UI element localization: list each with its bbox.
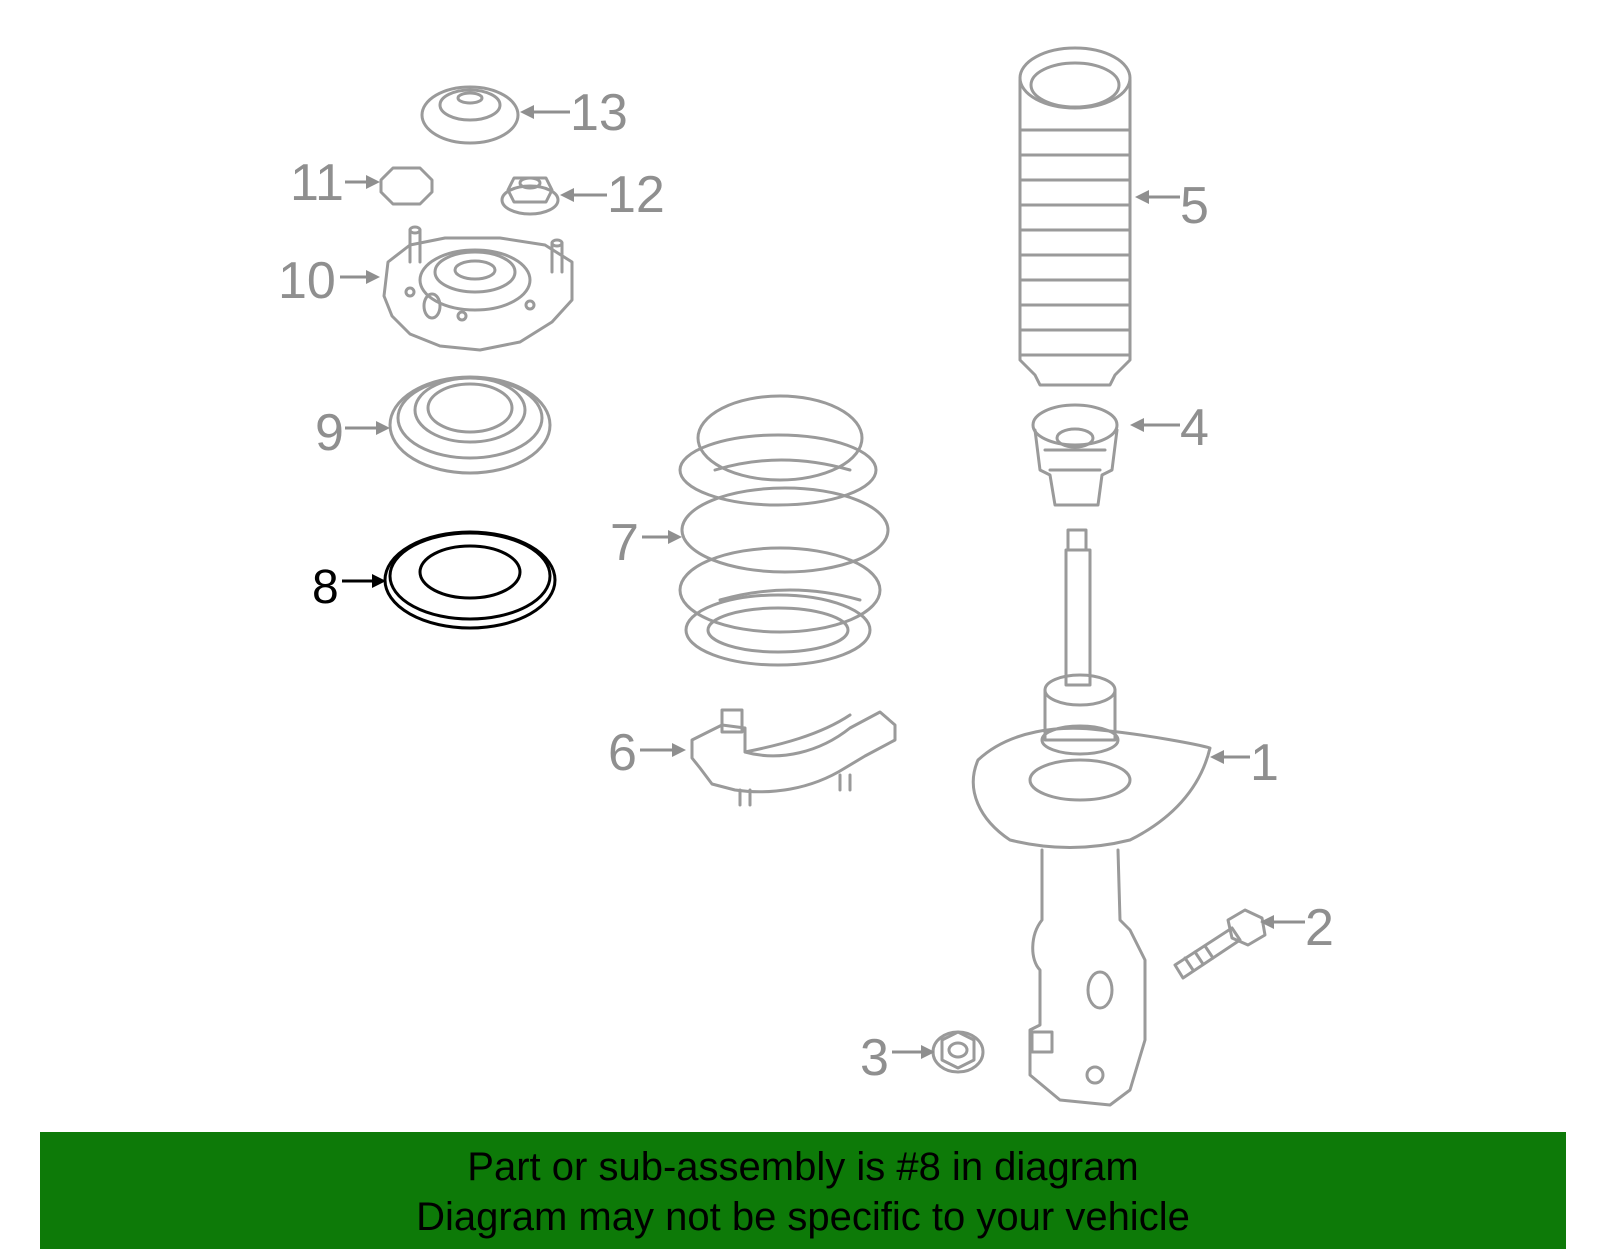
callout-4[interactable]: 4 bbox=[1130, 399, 1209, 457]
callout-10[interactable]: 10 bbox=[278, 252, 380, 310]
part-13-dust-cap[interactable] bbox=[420, 85, 520, 145]
part-12-nut[interactable] bbox=[500, 176, 560, 216]
callout-5[interactable]: 5 bbox=[1135, 177, 1209, 235]
callout-2[interactable]: 2 bbox=[1260, 899, 1334, 957]
part-9-upper-spring-seat[interactable] bbox=[388, 375, 552, 475]
banner-line-2: Diagram may not be specific to your vehi… bbox=[416, 1195, 1190, 1239]
callout-12-label: 12 bbox=[607, 166, 665, 224]
callout-13-label: 13 bbox=[570, 84, 628, 142]
callout-13[interactable]: 13 bbox=[520, 84, 628, 142]
parts-diagram: 13 11 12 10 bbox=[278, 46, 1334, 1107]
part-8-spring-insulator[interactable] bbox=[383, 530, 557, 630]
callout-3-label: 3 bbox=[860, 1029, 889, 1087]
callout-7-label: 7 bbox=[610, 514, 639, 572]
part-10-strut-mount[interactable] bbox=[382, 225, 574, 352]
part-6-lower-spring-seat[interactable] bbox=[690, 708, 897, 807]
banner-line-1: Part or sub-assembly is #8 in diagram bbox=[467, 1145, 1139, 1189]
part-5-dust-boot[interactable] bbox=[1018, 46, 1132, 387]
callout-2-label: 2 bbox=[1305, 899, 1334, 957]
callout-9[interactable]: 9 bbox=[315, 404, 390, 462]
part-3-nut[interactable] bbox=[931, 1030, 985, 1074]
callout-7[interactable]: 7 bbox=[610, 514, 682, 572]
callout-1-label: 1 bbox=[1250, 734, 1279, 792]
callout-8[interactable]: 8 bbox=[312, 561, 386, 614]
callout-11[interactable]: 11 bbox=[290, 154, 380, 212]
callout-6-label: 6 bbox=[608, 724, 637, 782]
part-11-seal[interactable] bbox=[379, 166, 434, 206]
callout-4-label: 4 bbox=[1180, 399, 1209, 457]
callout-8-label: 8 bbox=[312, 561, 339, 614]
callout-3[interactable]: 3 bbox=[860, 1029, 935, 1087]
callout-11-label: 11 bbox=[290, 154, 344, 212]
callout-5-label: 5 bbox=[1180, 177, 1209, 235]
callout-10-label: 10 bbox=[278, 252, 336, 310]
part-2-bolt[interactable] bbox=[1173, 908, 1267, 980]
info-banner: Part or sub-assembly is #8 in diagram Di… bbox=[40, 1132, 1566, 1249]
callout-1[interactable]: 1 bbox=[1210, 734, 1279, 792]
part-4-bump-stop[interactable] bbox=[1031, 403, 1119, 507]
callout-12[interactable]: 12 bbox=[560, 166, 665, 224]
part-7-coil-spring[interactable] bbox=[678, 394, 890, 667]
callout-9-label: 9 bbox=[315, 404, 344, 462]
callout-6[interactable]: 6 bbox=[608, 724, 686, 782]
part-1-strut-assembly[interactable] bbox=[971, 528, 1212, 1107]
